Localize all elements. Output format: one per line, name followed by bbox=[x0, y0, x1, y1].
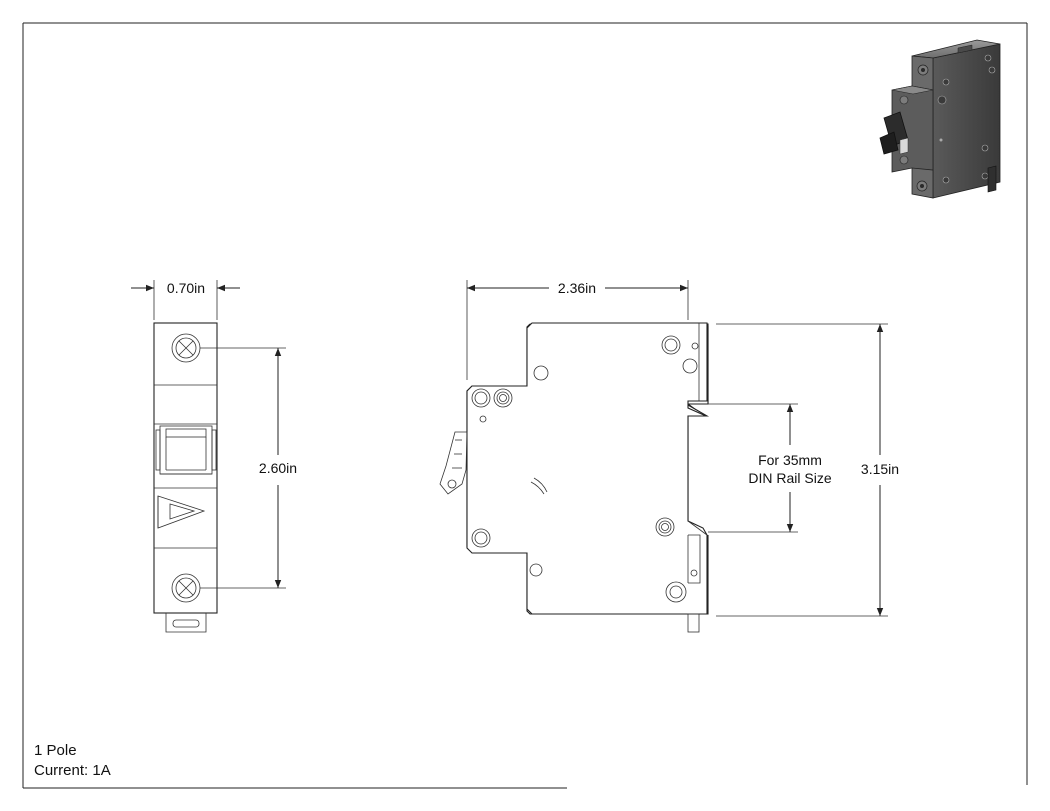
dimension-depth: 2.36in bbox=[466, 280, 689, 380]
din-clip-tab bbox=[165, 613, 207, 633]
bottom-terminal-screw-icon bbox=[171, 573, 201, 603]
dimension-width-front: 0.70in bbox=[131, 280, 240, 320]
front-view bbox=[153, 322, 218, 633]
side-view-holes bbox=[471, 335, 699, 603]
toggle-lever bbox=[155, 425, 217, 475]
notes: 1 Pole Current: 1A bbox=[34, 742, 111, 779]
circuit-breaker-3d-icon bbox=[879, 39, 1001, 199]
indicator-triangle-icon bbox=[157, 495, 206, 529]
note-poles: 1 Pole bbox=[34, 742, 77, 759]
dimension-width-label: 0.70in bbox=[167, 280, 205, 296]
drawing-frame bbox=[22, 22, 1028, 789]
dimension-height-terminals: 2.60in bbox=[200, 347, 297, 589]
dimension-din-rail: For 35mm DIN Rail Size bbox=[708, 403, 832, 533]
dimension-height-total: 3.15in bbox=[716, 323, 899, 617]
rail-note-line2: DIN Rail Size bbox=[748, 470, 831, 486]
dimension-total-height-label: 3.15in bbox=[861, 461, 899, 477]
dimension-depth-label: 2.36in bbox=[558, 280, 596, 296]
note-current: Current: 1A bbox=[34, 762, 111, 779]
rail-note-line1: For 35mm bbox=[758, 452, 822, 468]
side-view-outline bbox=[439, 322, 708, 633]
top-terminal-screw-icon bbox=[171, 333, 201, 363]
dimension-terminal-height-label: 2.60in bbox=[259, 460, 297, 476]
